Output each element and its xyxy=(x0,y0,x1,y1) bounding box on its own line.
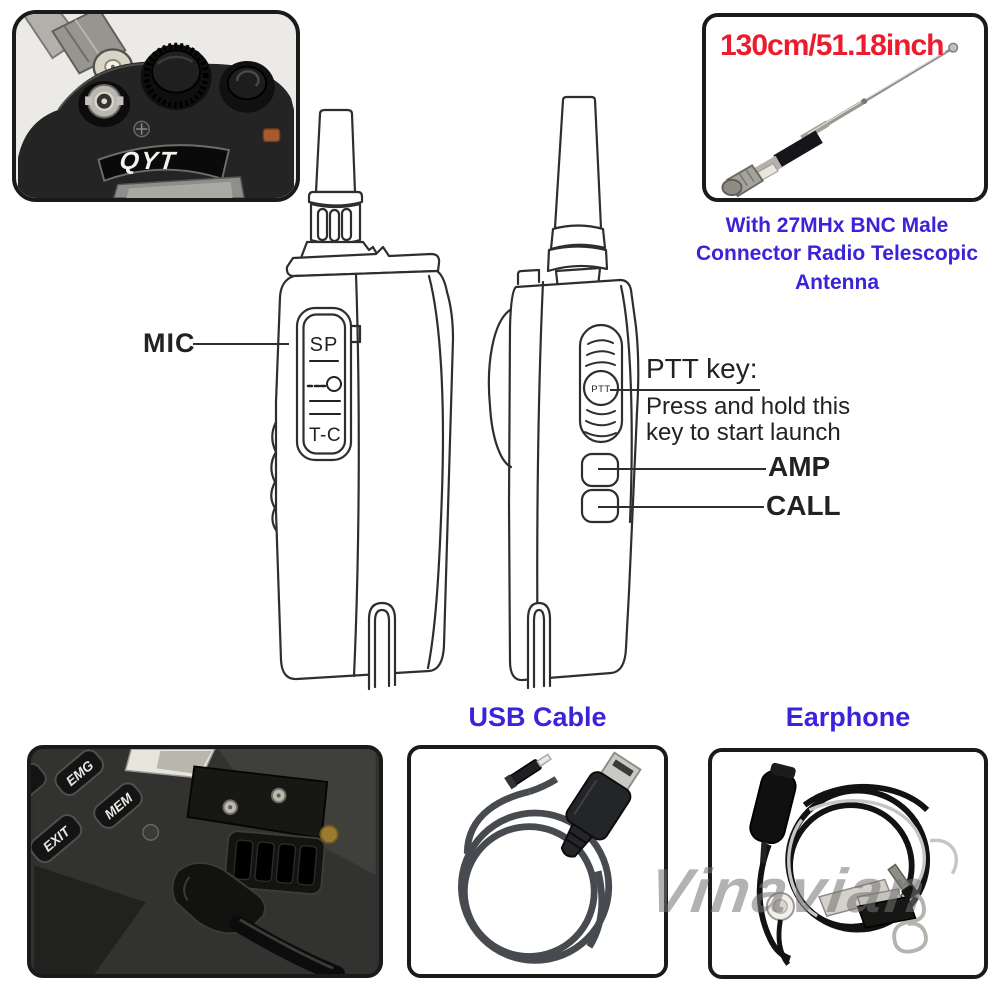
earphone-illustration xyxy=(712,752,984,975)
mic-leader-line xyxy=(193,343,289,345)
amp-label: AMP xyxy=(768,451,831,482)
antenna-length-label: 130cm/51.18inch xyxy=(720,29,944,62)
antenna-caption-line3: Antenna xyxy=(795,270,879,294)
ptt-title: PTT key: xyxy=(646,353,758,384)
radio-top-photo: QYT xyxy=(12,10,300,202)
qyt-logo: QYT xyxy=(118,147,178,175)
earphone-photo xyxy=(708,748,988,979)
earphone-title: Earphone xyxy=(785,702,911,732)
keypad-cable-illustration: EMG MEM EXIT xyxy=(31,749,376,974)
usb-cable-title: USB Cable xyxy=(468,702,607,732)
usb-cable-illustration xyxy=(411,749,664,974)
amp-leader-line xyxy=(598,468,766,470)
call-label: CALL xyxy=(766,490,841,521)
radio-top-photo-illustration: QYT xyxy=(18,14,294,198)
ptt-button-glyph xyxy=(578,323,624,444)
usb-cable-photo xyxy=(407,745,668,978)
ptt-circle-label: PTT xyxy=(591,384,610,395)
antenna-caption-line2: Connector Radio Telescopic xyxy=(696,242,978,266)
antenna-illustration xyxy=(708,17,982,198)
panel-tc-label: T-C xyxy=(309,425,341,446)
ptt-description: Press and hold this key to start launch xyxy=(646,394,850,446)
mic-label: MIC xyxy=(143,328,196,358)
ptt-description-line1: Press and hold this xyxy=(646,393,851,420)
right-radio-line-drawing: PTT xyxy=(487,95,640,690)
ptt-description-line2: key to start launch xyxy=(646,418,841,446)
call-leader-line xyxy=(598,506,764,508)
keypad-cable-photo: EMG MEM EXIT xyxy=(27,745,383,978)
antenna-caption: With 27MHx BNC Male Connector Radio Tele… xyxy=(672,212,1000,297)
left-radio-line-drawing: SP T-C xyxy=(270,108,455,691)
antenna-photo: 130cm/51.18inch xyxy=(702,13,988,202)
amp-button-glyph xyxy=(580,452,620,488)
antenna-caption-line1: With 27MHx BNC Male xyxy=(725,214,949,237)
ptt-leader-line xyxy=(610,389,760,391)
panel-sp-label: SP xyxy=(310,334,339,356)
